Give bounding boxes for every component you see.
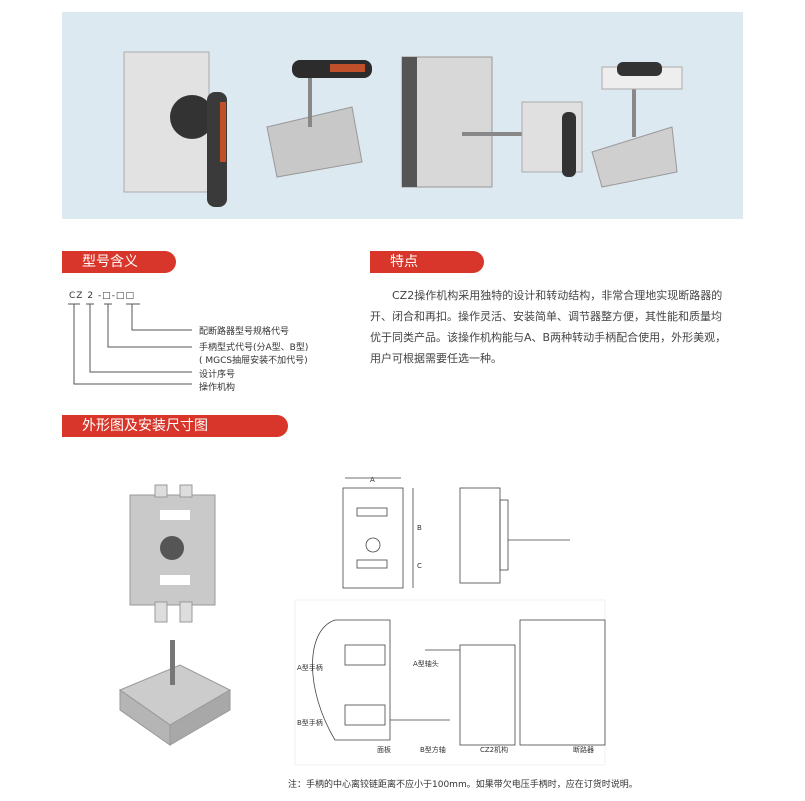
product-photos — [123, 51, 683, 207]
model-item-5: 操作机构 — [199, 383, 236, 393]
section-features-title: 特点 — [370, 251, 484, 273]
label-a-handle: A型手柄 — [297, 663, 323, 672]
section-drawing-title: 外形图及安装尺寸图 — [62, 415, 288, 437]
model-item-2: 手柄型式代号(分A型、B型) — [199, 343, 309, 353]
product-photo-banner — [62, 12, 743, 219]
dim-b: B — [417, 524, 422, 532]
label-a-shaft-head: A型轴头 — [413, 659, 439, 668]
code-cz: CZ — [69, 291, 84, 301]
dimension-and-assembly-drawing: A B C A型手柄 A型轴头 B型手柄 面板 B型方轴 CZ2机构 断路器 — [294, 476, 606, 766]
label-panel: 面板 — [377, 745, 391, 754]
model-code-leaders — [68, 303, 192, 385]
model-item-1: 配断路器型号规格代号 — [199, 327, 290, 337]
footnote: 注：手柄的中心离铰链距离不应小于100mm。如果带欠电压手柄时，应在订货时说明。 — [288, 780, 638, 790]
mechanism-photos — [118, 484, 232, 746]
dim-a: A — [370, 476, 375, 484]
dim-c: C — [417, 562, 422, 570]
features-text: CZ2操作机构采用独特的设计和转动结构，非常合理地实现断路器的开、闭合和再扣。操… — [370, 289, 727, 365]
model-item-3: ( MGCS抽屉安装不加代号) — [199, 356, 308, 366]
label-breaker: 断路器 — [573, 745, 594, 754]
section-model-title: 型号含义 — [62, 251, 176, 273]
model-code: CZ 2 -□-□□ — [69, 291, 135, 301]
code-rest: -□-□□ — [97, 291, 135, 301]
label-cz2-mechanism: CZ2机构 — [480, 745, 508, 754]
code-2: 2 — [87, 291, 95, 301]
label-b-square-shaft: B型方轴 — [420, 745, 446, 754]
model-item-4: 设计序号 — [199, 370, 236, 380]
label-b-handle: B型手柄 — [297, 718, 323, 727]
